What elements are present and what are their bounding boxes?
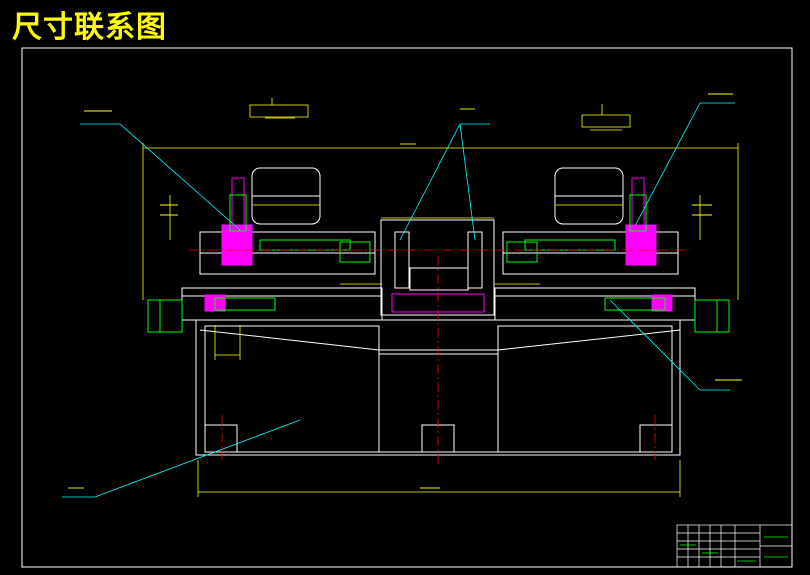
title-block [676, 524, 793, 568]
fixture-icon [380, 219, 495, 316]
drawing-title: 尺寸联系图 [12, 10, 167, 45]
annotation-marks [68, 93, 742, 489]
feed-motors [147, 299, 730, 333]
centerlines [190, 249, 690, 465]
spindle-details [204, 177, 673, 313]
leader-lines [62, 102, 735, 498]
dimension-lines [142, 98, 739, 497]
motor-icon [251, 167, 624, 225]
spindle-green-parts [214, 194, 666, 311]
sheet-frame [21, 47, 793, 568]
